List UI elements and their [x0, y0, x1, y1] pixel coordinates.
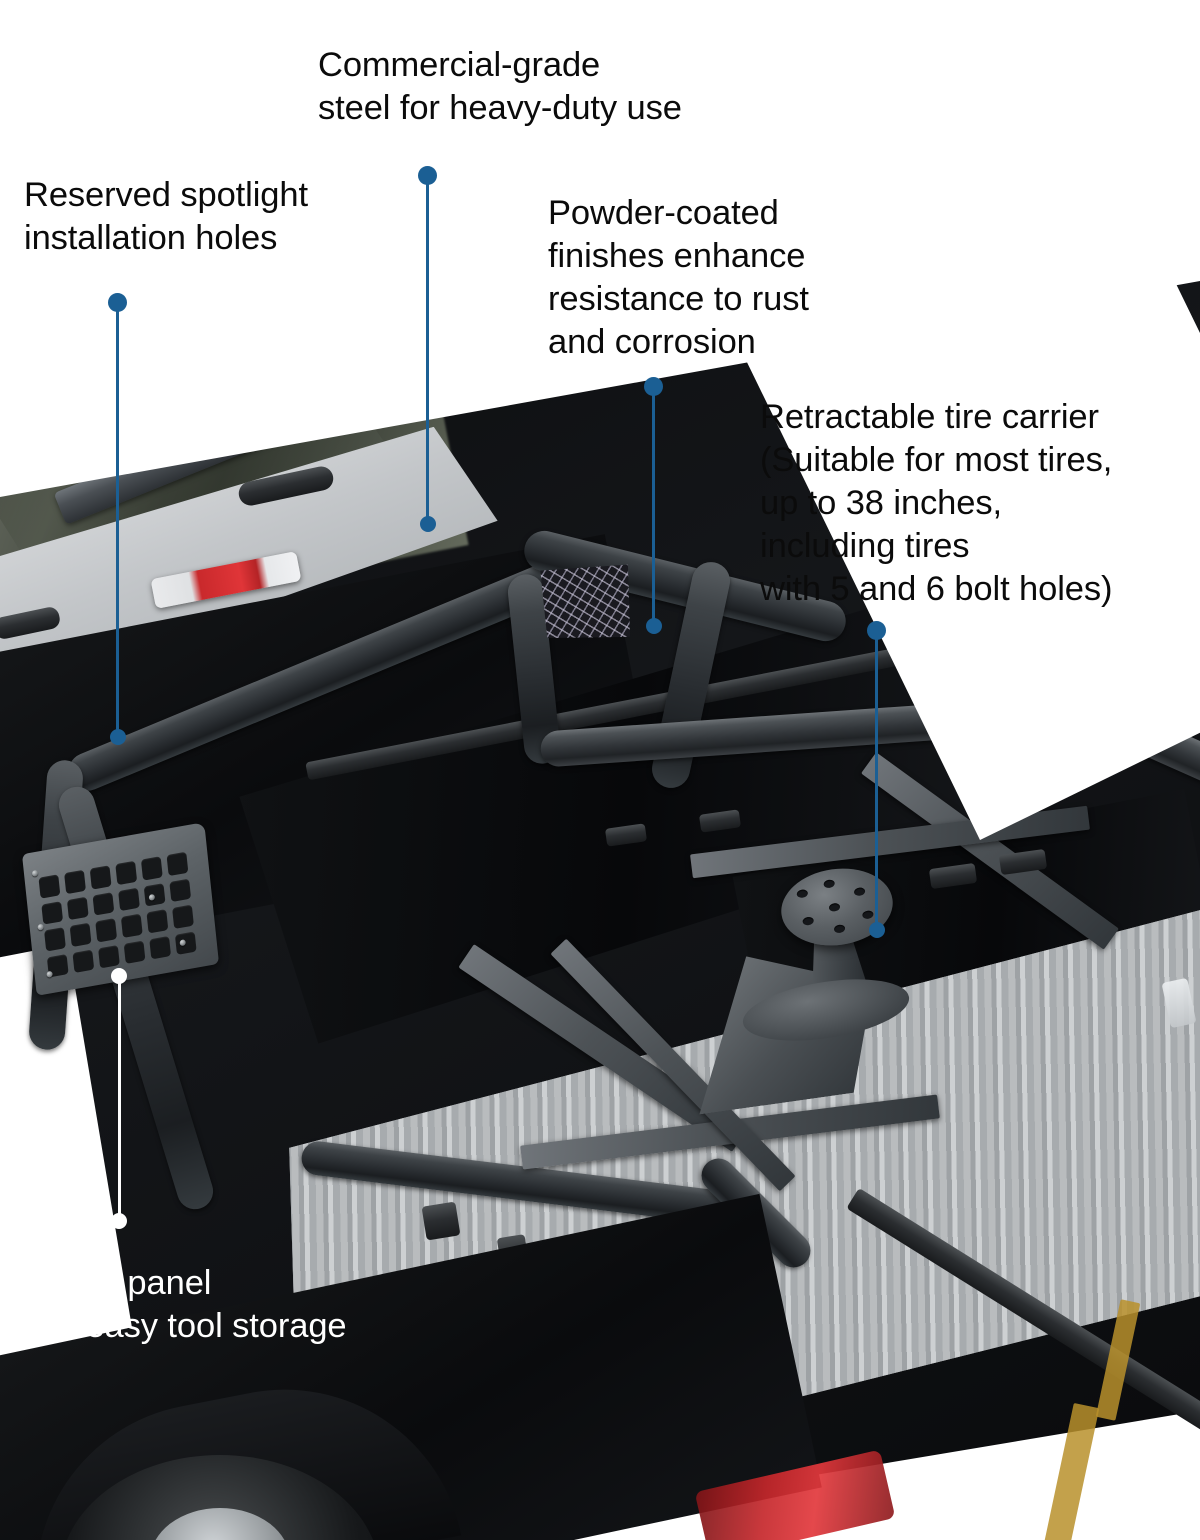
- molle-cutout: [44, 927, 66, 952]
- molle-cutout-grid: [38, 851, 197, 978]
- bolt-hole: [833, 924, 846, 934]
- molle-cutout: [169, 878, 192, 903]
- molle-cutout: [149, 935, 172, 960]
- callout-endpoint-retractable-tire-carrier: [869, 922, 885, 938]
- molle-cutout: [172, 904, 194, 929]
- bolt-hole: [853, 886, 866, 897]
- molle-mount-bolt: [31, 869, 39, 877]
- molle-cutout: [120, 913, 143, 938]
- molle-cutout: [66, 896, 89, 921]
- leader-line-retractable-tire-carrier: [875, 635, 878, 930]
- molle-cutout: [38, 874, 61, 899]
- molle-cutout: [166, 851, 189, 876]
- callout-label-molle-panel: Molle panel for easy tool storage: [36, 1264, 347, 1345]
- molle-cutout: [118, 887, 140, 912]
- callout-label-powder-coated-finish: Powder-coated finishes enhance resistanc…: [548, 194, 809, 361]
- leader-line-commercial-grade-steel: [426, 180, 429, 524]
- callout-dot-commercial-grade-steel: [418, 166, 437, 185]
- bolt-hole: [861, 910, 874, 920]
- callout-endpoint-commercial-grade-steel: [420, 516, 436, 532]
- callout-label-retractable-tire-carrier: Retractable tire carrier (Suitable for m…: [760, 398, 1113, 608]
- bolt-hole: [796, 888, 809, 899]
- bolt-hole-center: [828, 902, 841, 913]
- callout-endpoint-molle-panel: [111, 1213, 127, 1229]
- bed-tie-down-cleat: [421, 1201, 461, 1241]
- callout-dot-molle-panel: [111, 968, 127, 984]
- molle-cutout: [41, 900, 64, 925]
- molle-cutout: [98, 944, 120, 969]
- callout-label-reserved-spotlight-holes: Reserved spotlight installation holes: [24, 176, 308, 257]
- molle-cutout: [89, 865, 112, 890]
- molle-cutout: [115, 860, 138, 885]
- callout-dot-retractable-tire-carrier: [867, 621, 886, 640]
- callout-label-commercial-grade-steel: Commercial-grade steel for heavy-duty us…: [318, 46, 682, 127]
- molle-cutout: [146, 909, 169, 933]
- callout-endpoint-powder-coated-finish: [646, 618, 662, 634]
- molle-cutout: [143, 882, 166, 907]
- molle-cutout: [72, 949, 95, 973]
- molle-cutout: [123, 940, 146, 964]
- molle-cutout: [140, 856, 163, 881]
- callout-dot-powder-coated-finish: [644, 377, 663, 396]
- bolt-hole: [823, 879, 836, 889]
- molle-cutout: [92, 891, 115, 916]
- molle-cutout: [64, 869, 86, 894]
- leader-line-molle-panel: [118, 981, 121, 1221]
- molle-cutout: [69, 922, 92, 947]
- bolt-hole: [802, 916, 815, 926]
- molle-cutout: [95, 918, 118, 943]
- leader-line-reserved-spotlight-holes: [116, 307, 119, 737]
- callout-dot-reserved-spotlight-holes: [108, 293, 127, 312]
- leader-line-powder-coated-finish: [652, 391, 655, 626]
- callout-endpoint-reserved-spotlight-holes: [110, 729, 126, 745]
